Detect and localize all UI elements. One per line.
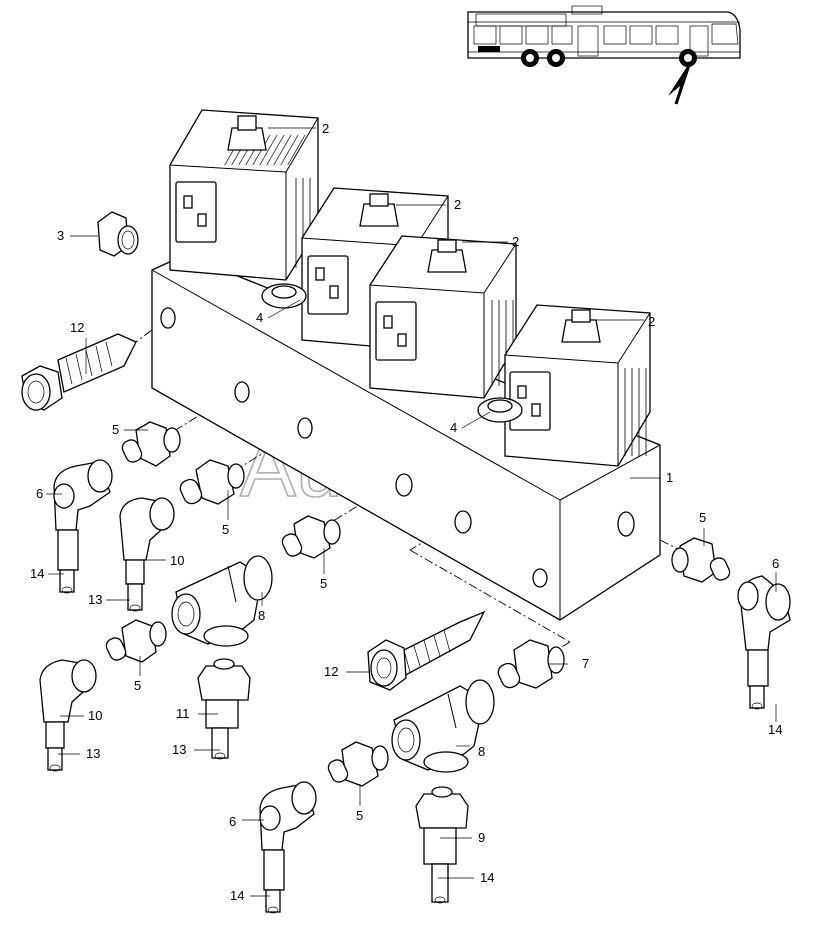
union-5e	[671, 537, 731, 583]
callout-14: 14	[480, 870, 494, 885]
union-5f	[327, 741, 389, 787]
connector-10a	[119, 497, 175, 612]
callout-13: 13	[88, 592, 102, 607]
union-5d	[105, 619, 167, 663]
callout-5: 5	[699, 510, 706, 525]
callout-14: 14	[768, 722, 782, 737]
location-arrow-icon	[668, 61, 692, 105]
solenoid-valve-4	[504, 304, 651, 467]
tee-piece-8a	[171, 555, 273, 647]
callout-14: 14	[230, 888, 244, 903]
plug-screw	[97, 211, 139, 257]
non-return-valve-union	[497, 639, 565, 689]
callout-1: 1	[666, 470, 673, 485]
solenoid-valve-1	[169, 109, 319, 281]
union-5b	[179, 459, 245, 505]
callout-2: 2	[454, 197, 461, 212]
callout-10: 10	[170, 553, 184, 568]
callout-5: 5	[356, 808, 363, 823]
callout-14: 14	[30, 566, 44, 581]
elbow-connector-6a	[53, 459, 113, 594]
callout-13: 13	[172, 742, 186, 757]
callout-4: 4	[450, 420, 457, 435]
callout-labels: 1 2 2 2 2 3 4 4 5 5 5 5 5 5 6 6 6 7 8 8 …	[30, 121, 782, 903]
bus-locator-icon	[467, 5, 741, 67]
connector-9	[415, 786, 469, 904]
callout-2: 2	[648, 314, 655, 329]
callout-2: 2	[322, 121, 329, 136]
callout-9: 9	[478, 830, 485, 845]
callout-6: 6	[36, 486, 43, 501]
seal-ring-1	[261, 283, 307, 309]
callout-7: 7	[582, 656, 589, 671]
connector-11	[197, 658, 251, 760]
callout-5: 5	[112, 422, 119, 437]
callout-10: 10	[88, 708, 102, 723]
elbow-connector-6b	[737, 575, 791, 710]
union-5c	[281, 515, 341, 559]
tee-piece-8b	[391, 679, 495, 773]
callout-3: 3	[57, 228, 64, 243]
leader-lines	[46, 127, 777, 897]
callout-5: 5	[222, 522, 229, 537]
seal-ring-2	[477, 397, 523, 423]
callout-6: 6	[772, 556, 779, 571]
callout-13: 13	[86, 746, 100, 761]
callout-5: 5	[134, 678, 141, 693]
callout-12: 12	[70, 320, 84, 335]
filter-bolt-2	[367, 610, 486, 691]
callout-8: 8	[258, 608, 265, 623]
callout-2: 2	[512, 234, 519, 249]
callout-4: 4	[256, 310, 263, 325]
callout-11: 11	[176, 706, 190, 721]
filter-bolt-1	[21, 333, 137, 411]
callout-8: 8	[478, 744, 485, 759]
callout-6: 6	[229, 814, 236, 829]
connector-10b	[39, 659, 97, 772]
callout-12: 12	[324, 664, 338, 679]
union-5a	[121, 421, 181, 467]
elbow-connector-6c	[259, 781, 317, 914]
callout-5: 5	[320, 576, 327, 591]
solenoid-valve-3	[369, 235, 517, 399]
